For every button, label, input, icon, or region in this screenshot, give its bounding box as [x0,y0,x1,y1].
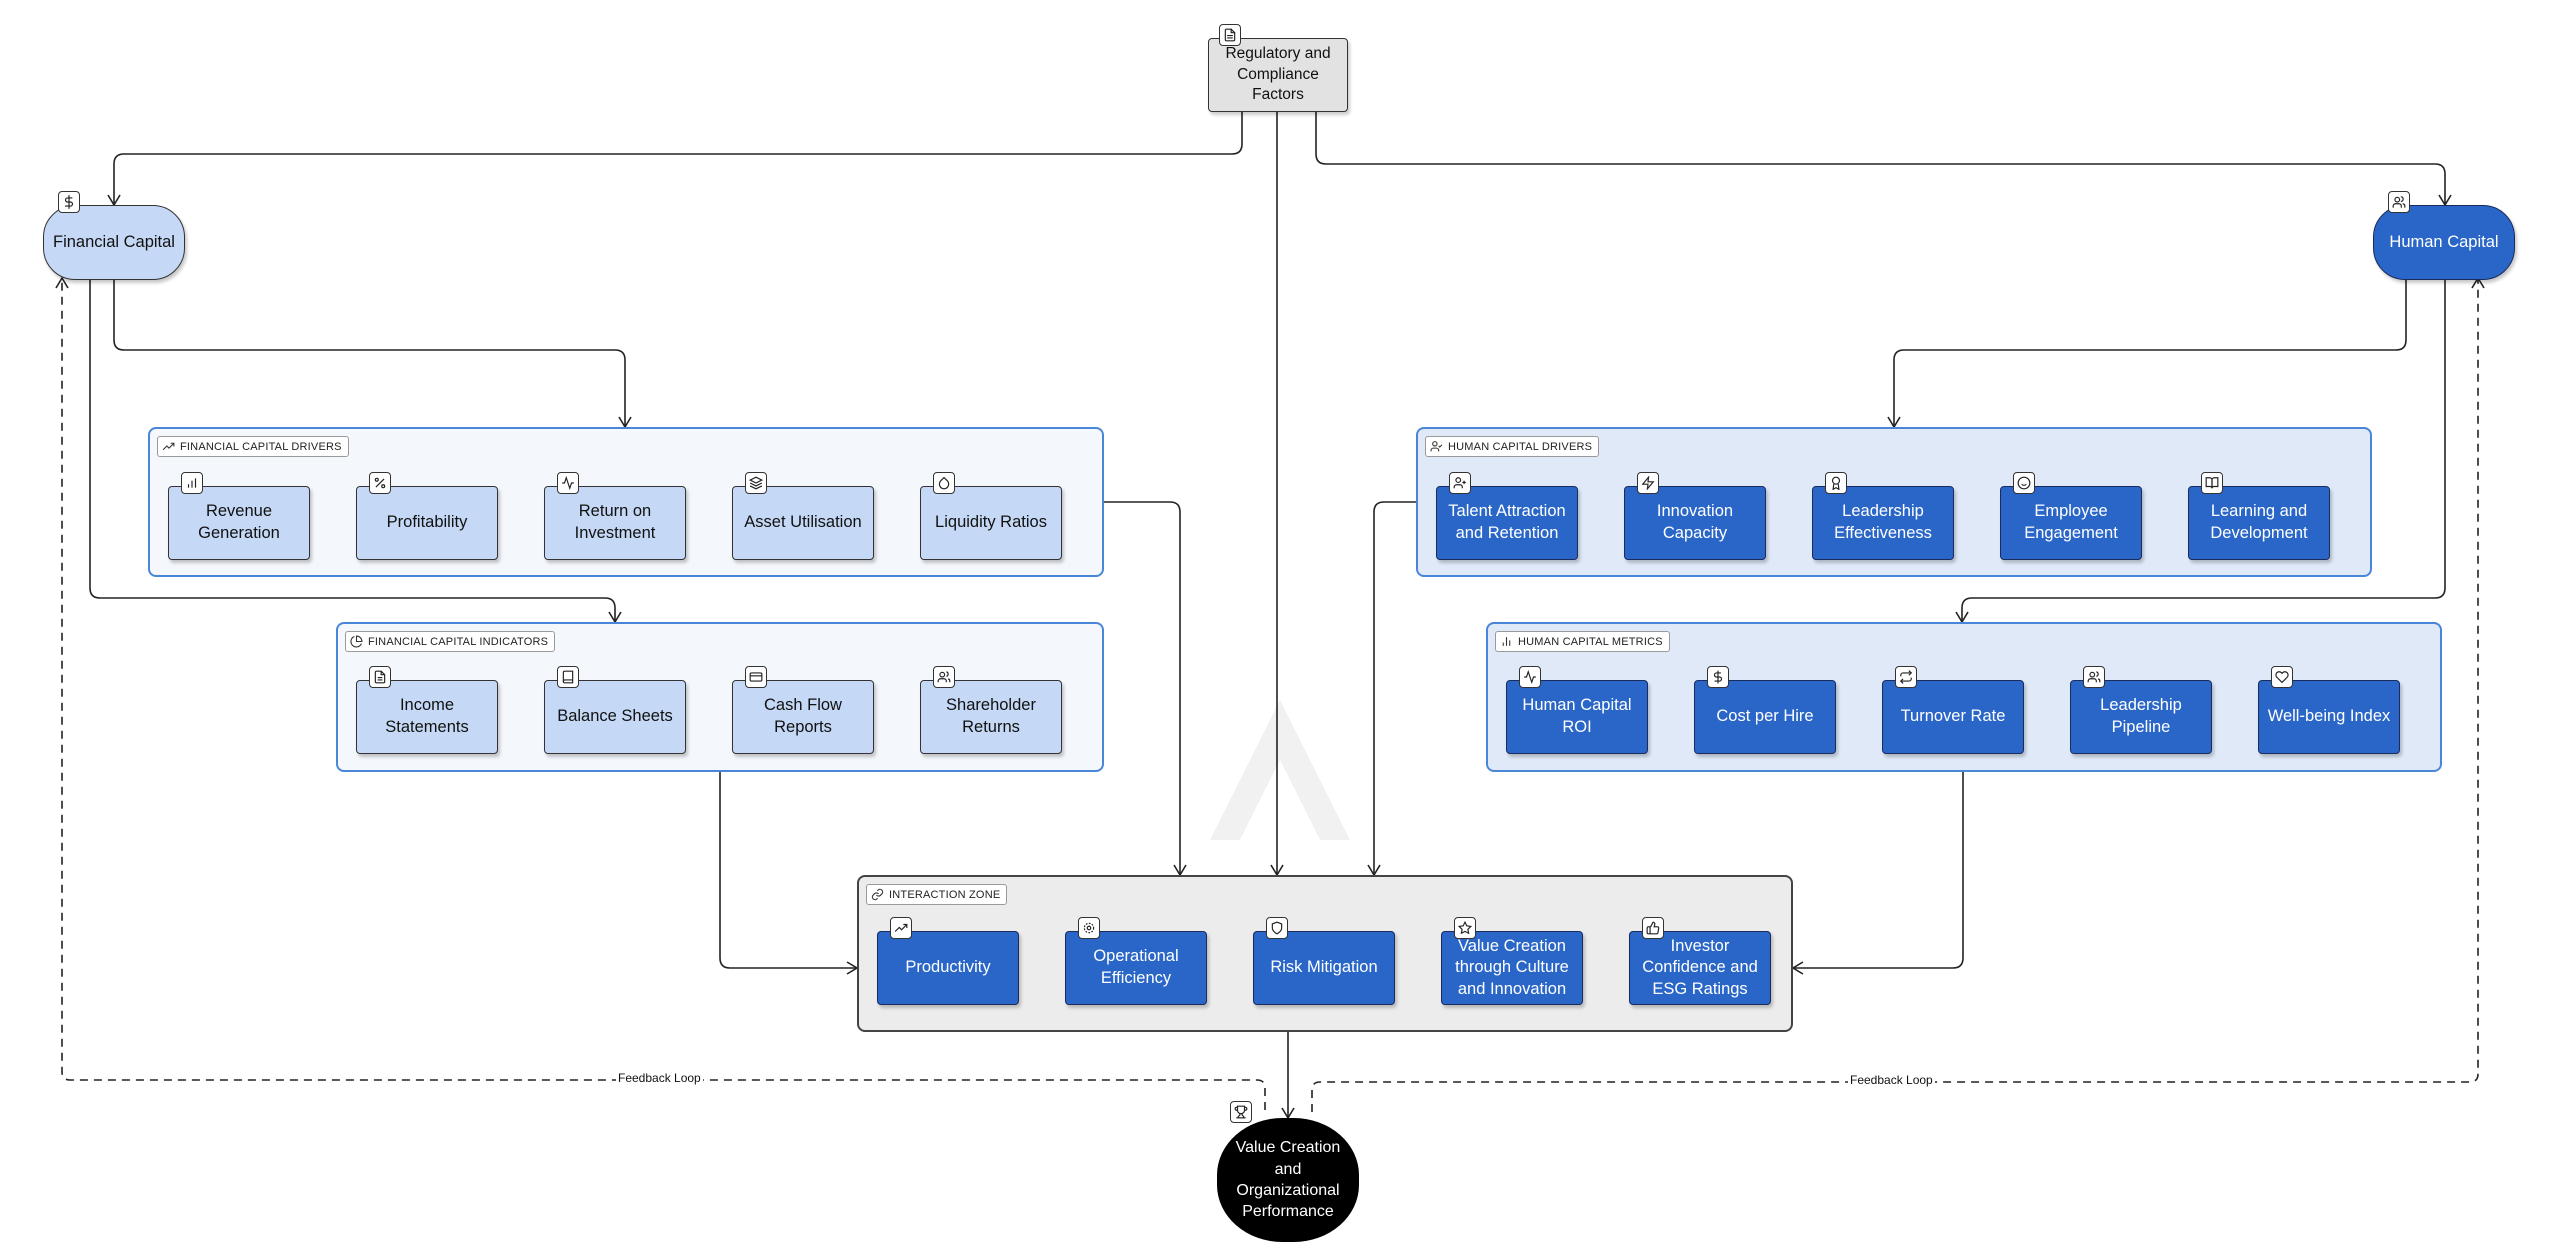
regulatory-label: Regulatory and Compliance Factors [1225,44,1331,104]
group-label-financial-drivers: FINANCIAL CAPITAL DRIVERS [157,436,349,457]
user-plus-icon [1449,472,1471,494]
trending-up-icon [162,442,175,451]
learning-development-node[interactable]: Learning and Development [2188,472,2330,560]
trending-up-icon [890,917,912,939]
settings-icon [1078,917,1100,939]
edge-finindicators-interaction [719,771,859,975]
book-icon [557,666,579,688]
edge-humdrivers-interaction [1367,501,1416,877]
thumbs-up-icon [1642,917,1664,939]
file-text-icon [1219,24,1241,46]
credit-card-icon [745,666,767,688]
edge-human-metrics [1955,280,2446,624]
file-text-icon [369,666,391,688]
edge-financial-drivers [113,280,632,429]
revenue-generation-node[interactable]: Revenue Generation [168,472,310,560]
operational-efficiency-node[interactable]: Operational Efficiency [1065,917,1207,1005]
heart-icon [2271,666,2293,688]
income-statements-node[interactable]: Income Statements [356,666,498,754]
employee-engagement-node[interactable]: Employee Engagement [2000,472,2142,560]
users-icon [933,666,955,688]
edge-findrivers-interaction [1104,501,1187,877]
star-icon [1454,917,1476,939]
financial-capital-node[interactable]: Financial Capital [43,191,185,280]
shareholder-returns-node[interactable]: Shareholder Returns [920,666,1062,754]
cost-per-hire-node[interactable]: Cost per Hire [1694,666,1836,754]
link-icon [871,888,884,901]
group-label-financial-indicators: FINANCIAL CAPITAL INDICATORS [345,631,556,652]
percent-icon [369,472,391,494]
return-on-investment-node[interactable]: Return on Investment [544,472,686,560]
repeat-icon [1895,666,1917,688]
feedback-loop-left-label: Feedback Loop [616,1071,703,1085]
turnover-rate-node[interactable]: Turnover Rate [1882,666,2024,754]
regulatory-node[interactable]: Regulatory and Compliance Factors [1208,24,1348,112]
droplet-icon [933,472,955,494]
leadership-effectiveness-node[interactable]: Leadership Effectiveness [1812,472,1954,560]
edge-hummetrics-interaction [1791,771,1964,975]
value-creation-culture-node[interactable]: Value Creation through Culture and Innov… [1441,917,1583,1005]
financial-capital-label: Financial Capital [53,232,175,251]
wellbeing-index-node[interactable]: Well-being Index [2258,666,2400,754]
liquidity-ratios-node[interactable]: Liquidity Ratios [920,472,1062,560]
award-icon [1825,472,1847,494]
investor-confidence-node[interactable]: Investor Confidence and ESG Ratings [1629,917,1771,1005]
innovation-capacity-node[interactable]: Innovation Capacity [1624,472,1766,560]
outcome-node[interactable]: Value Creation and Organizational Perfor… [1217,1101,1359,1242]
zap-icon [1637,472,1659,494]
activity-icon [1519,666,1541,688]
group-label-human-metrics: HUMAN CAPITAL METRICS [1495,631,1670,652]
book-open-icon [2201,472,2223,494]
human-capital-label: Human Capital [2389,232,2499,251]
talent-attraction-node[interactable]: Talent Attraction and Retention [1436,472,1578,560]
users-icon [2388,191,2410,213]
activity-icon [557,472,579,494]
dollar-icon [1707,666,1729,688]
balance-sheets-node[interactable]: Balance Sheets [544,666,686,754]
risk-mitigation-node[interactable]: Risk Mitigation [1253,917,1395,1005]
asset-utilisation-node[interactable]: Asset Utilisation [732,472,874,560]
edge-reg-human [1315,112,2452,207]
productivity-node[interactable]: Productivity [877,917,1019,1005]
user-check-icon [1430,441,1443,452]
trophy-icon [1230,1101,1252,1123]
cash-flow-reports-node[interactable]: Cash Flow Reports [732,666,874,754]
group-label-human-drivers: HUMAN CAPITAL DRIVERS [1425,436,1600,457]
human-capital-node[interactable]: Human Capital [2373,191,2515,280]
leadership-pipeline-node[interactable]: Leadership Pipeline [2070,666,2212,754]
smile-icon [2013,472,2035,494]
edge-reg-financial [107,112,1243,207]
edge-human-drivers [1887,280,2407,429]
edge-financial-indicators [89,280,622,624]
layers-icon [745,472,767,494]
bar-chart-icon [181,472,203,494]
shield-icon [1266,917,1288,939]
feedback-loop-right-label: Feedback Loop [1848,1073,1935,1087]
watermark-logo [1210,700,1350,840]
users-icon [2083,666,2105,688]
dollar-icon [58,191,80,213]
bar-chart-icon [1502,637,1511,646]
pie-chart-icon [350,635,363,648]
profitability-node[interactable]: Profitability [356,472,498,560]
human-capital-roi-node[interactable]: Human Capital ROI [1506,666,1648,754]
group-label-interaction-zone: INTERACTION ZONE [866,884,1008,905]
